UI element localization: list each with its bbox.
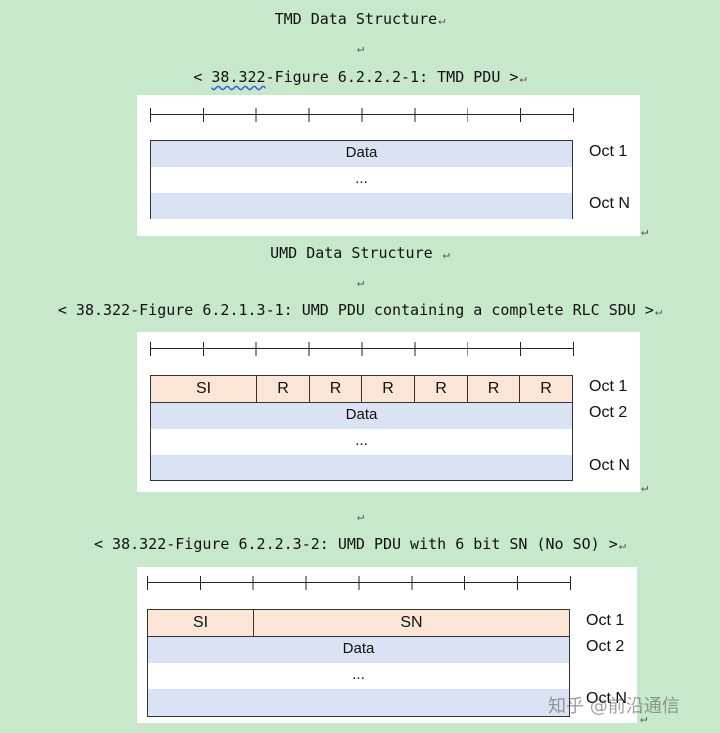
tmd-title: TMD Data Structure↵ — [274, 10, 446, 28]
blank-line: ↵ — [0, 38, 720, 56]
watermark: 知乎 @前沿通信 — [548, 696, 680, 717]
header-row: SI SN — [148, 610, 569, 637]
oct-2-label: Oct 2 — [586, 638, 625, 655]
ellipsis-row: ... — [151, 167, 572, 193]
oct-2-label: Oct 2 — [589, 404, 628, 421]
tmd-pdu-table: Data ... — [150, 140, 573, 219]
reserved-bit: R — [310, 376, 362, 402]
return-mark-icon: ↵ — [640, 711, 648, 725]
return-mark-icon: ↵ — [519, 71, 527, 85]
header-row: SI R R R R R R — [151, 376, 572, 403]
data-row: Data — [151, 141, 572, 167]
return-mark-icon: ↵ — [438, 13, 446, 27]
last-octet-row — [151, 455, 572, 480]
umd6-pdu-table: SI SN Data ... — [147, 609, 570, 717]
reserved-bit: R — [520, 376, 572, 402]
tmd-caption: < 38.322-Figure 6.2.2.2-1: TMD PDU >↵ — [193, 68, 527, 86]
umd-caption: < 38.322-Figure 6.2.1.3-1: UMD PDU conta… — [57, 301, 663, 319]
oct-n-label: Oct N — [586, 690, 627, 707]
umd-title: UMD Data Structure ↵ — [270, 244, 450, 262]
spellcheck-underlined-ref: 38.322 — [211, 68, 266, 86]
return-mark-icon: ↵ — [356, 41, 365, 55]
data-row: Data — [151, 403, 572, 429]
return-mark-icon: ↵ — [654, 304, 663, 318]
last-octet-row — [151, 193, 572, 219]
blank-line: ↵ — [0, 506, 720, 524]
umd-pdu-panel: SI R R R R R R Data ... Oct 1 Oct 2 Oct … — [137, 332, 640, 492]
bit-ruler — [150, 342, 574, 356]
oct-1-label: Oct 1 — [586, 612, 625, 629]
reserved-bit: R — [468, 376, 520, 402]
return-mark-icon: ↵ — [618, 538, 627, 552]
data-row: Data — [148, 637, 569, 663]
sn-field: SN — [254, 610, 569, 636]
return-mark-icon: ↵ — [442, 247, 450, 261]
oct-1-label: Oct 1 — [589, 143, 628, 160]
oct-1-label: Oct 1 — [589, 378, 628, 395]
blank-line: ↵ — [0, 272, 720, 290]
bit-ruler — [147, 576, 571, 590]
return-mark-icon: ↵ — [356, 275, 365, 289]
tmd-pdu-panel: Data ... Oct 1 Oct N — [137, 95, 640, 236]
si-field: SI — [148, 610, 254, 636]
bit-ruler — [150, 108, 574, 122]
reserved-bit: R — [415, 376, 468, 402]
return-mark-icon: ↵ — [356, 509, 365, 523]
si-field: SI — [151, 376, 257, 402]
return-mark-icon: ↵ — [641, 480, 649, 494]
ellipsis-row: ... — [148, 663, 569, 689]
oct-n-label: Oct N — [589, 457, 630, 474]
ellipsis-row: ... — [151, 429, 572, 455]
umd6-pdu-panel: SI SN Data ... Oct 1 Oct 2 Oct N — [137, 567, 637, 723]
last-octet-row — [148, 689, 569, 716]
reserved-bit: R — [257, 376, 310, 402]
umd6-caption: < 38.322-Figure 6.2.2.3-2: UMD PDU with … — [93, 535, 627, 553]
umd-pdu-table: SI R R R R R R Data ... — [150, 375, 573, 481]
oct-n-label: Oct N — [589, 195, 630, 212]
reserved-bit: R — [362, 376, 415, 402]
return-mark-icon: ↵ — [641, 224, 649, 238]
